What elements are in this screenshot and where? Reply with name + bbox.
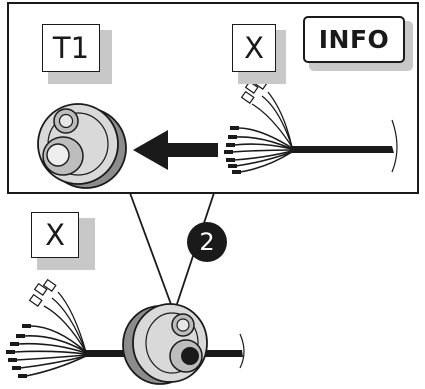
grommet-bottom bbox=[122, 303, 208, 385]
grommet-top bbox=[37, 103, 127, 189]
detail-frame bbox=[7, 2, 419, 194]
cable-bottom bbox=[6, 278, 245, 378]
part-label-x-bottom: X bbox=[31, 212, 79, 258]
part-label-t1: T1 bbox=[42, 24, 100, 72]
insert-direction-arrow bbox=[133, 130, 218, 170]
cable-top bbox=[224, 76, 398, 174]
part-label-x-top: X bbox=[232, 24, 276, 72]
step-number-badge: 2 bbox=[187, 222, 227, 262]
info-button[interactable]: INFO bbox=[303, 16, 405, 63]
